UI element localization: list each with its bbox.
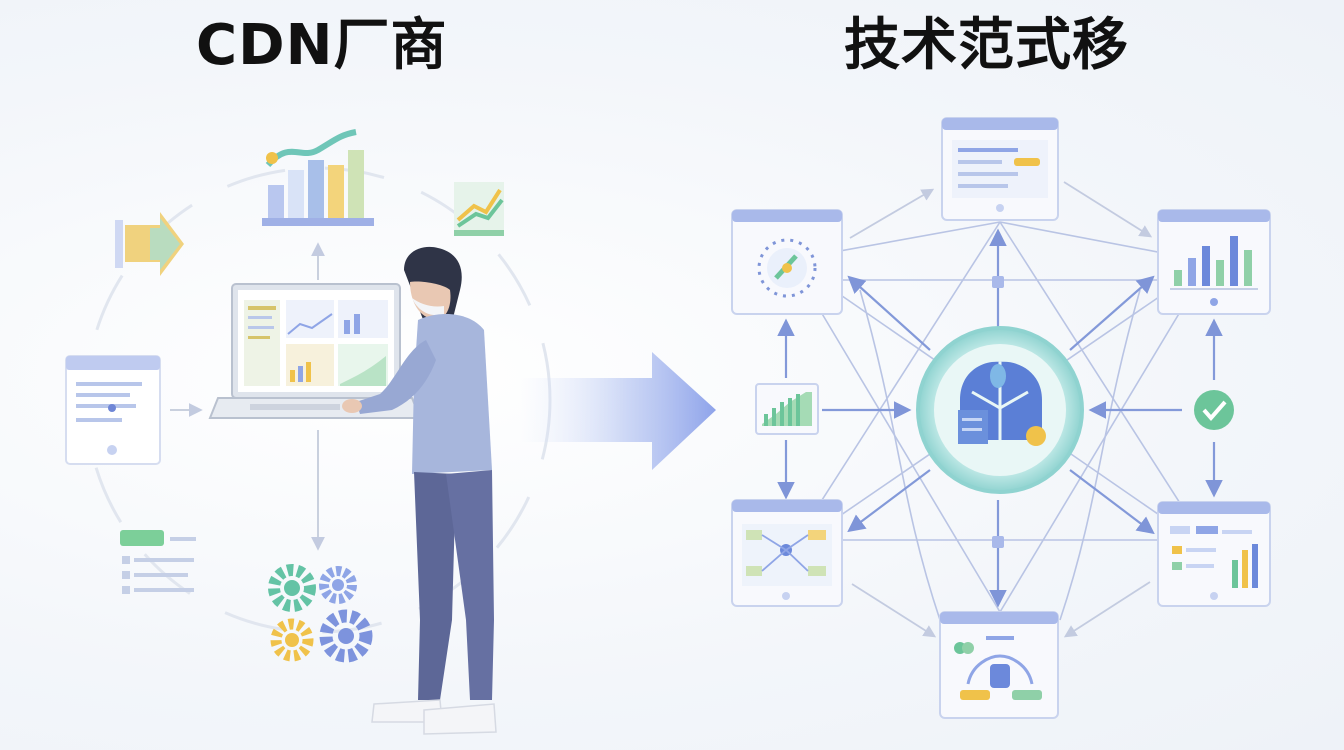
person-figure — [342, 246, 497, 735]
hub-brain-icon — [916, 326, 1084, 494]
growth-chart-icon — [262, 129, 374, 226]
outer-arrows — [849, 181, 1153, 638]
network-arrows — [777, 228, 1223, 608]
compass-panel-icon — [731, 209, 843, 315]
title-cdn-vendor: CDN厂商 — [196, 13, 448, 78]
document-panel-icon — [941, 117, 1059, 221]
check-icon — [1194, 390, 1234, 430]
left-cluster — [65, 129, 552, 735]
arrow-right-icon — [115, 212, 184, 276]
node-dot-top — [992, 276, 1004, 288]
trend-chart-icon — [454, 182, 504, 236]
right-network — [731, 117, 1271, 719]
document-icon — [65, 355, 161, 465]
bar-chart-panel-icon — [1157, 209, 1271, 315]
line-chart-card-icon — [755, 383, 819, 435]
title-tech-paradigm-shift: 技术范式移 — [844, 13, 1129, 78]
control-panel-icon — [939, 611, 1059, 719]
transition-arrow-icon — [520, 352, 716, 470]
flow-diagram-panel-icon — [731, 499, 843, 607]
dashboard-panel-icon — [1157, 501, 1271, 607]
checklist-icon — [120, 530, 196, 594]
node-dot-bottom — [992, 536, 1004, 548]
gears-icon — [268, 564, 373, 663]
